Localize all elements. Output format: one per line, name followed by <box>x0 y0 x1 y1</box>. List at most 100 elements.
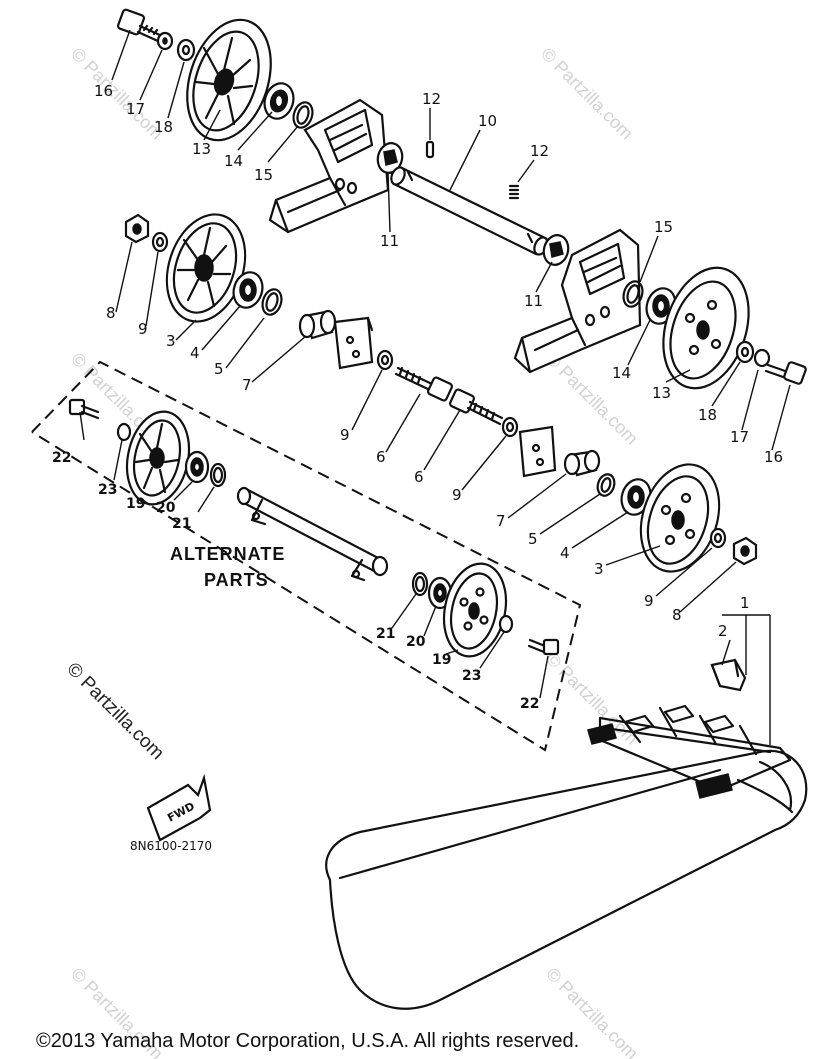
plate-mid <box>518 425 557 478</box>
alternate-parts-label-line2: PARTS <box>204 570 269 590</box>
snap-ring-21-right <box>411 571 429 597</box>
label-18-right: 18 <box>698 406 717 424</box>
label-22-left: 22 <box>52 450 71 466</box>
label-17: 17 <box>126 100 145 118</box>
label-21-left: 21 <box>172 516 191 532</box>
washer-23-left <box>116 422 132 442</box>
label-9-mid: 9 <box>340 426 350 444</box>
bearing-20-left <box>184 450 210 484</box>
label-12-b: 12 <box>530 142 549 160</box>
label-9-right: 9 <box>644 592 654 610</box>
washer-9-top <box>151 231 169 253</box>
alternate-parts-label-line1: ALTERNATE <box>170 544 285 564</box>
wheel-3-top <box>165 213 247 323</box>
label-6-a: 6 <box>376 448 386 466</box>
label-23-left: 23 <box>98 482 117 498</box>
part-labels: 16 17 18 13 14 15 12 10 12 11 11 15 14 1… <box>52 82 783 853</box>
bearing-20-right <box>427 576 453 610</box>
fwd-arrow-icon: FWD <box>146 773 212 842</box>
snap-ring-15-right <box>622 280 644 308</box>
bushing-11-right <box>542 234 570 266</box>
label-5: 5 <box>214 360 224 378</box>
pin-12-a <box>425 140 435 159</box>
bolt-16-right <box>764 361 807 385</box>
snap-ring-21-left <box>209 462 227 488</box>
label-14-right: 14 <box>612 364 631 382</box>
label-10: 10 <box>478 112 497 130</box>
alternate-axle <box>236 486 389 582</box>
snap-ring-5-top <box>261 288 283 316</box>
label-1: 1 <box>740 594 750 612</box>
collar-7-top <box>298 309 337 340</box>
label-13-right: 13 <box>652 384 671 402</box>
washer-23-right <box>498 614 514 634</box>
bolt-16 <box>116 8 164 44</box>
watermark-text: © Partzilla.com <box>537 44 637 144</box>
bolt-6-a <box>394 366 453 402</box>
label-12-a: 12 <box>422 90 441 108</box>
wheel-13-right <box>662 266 750 390</box>
label-5-mid: 5 <box>528 530 538 548</box>
copyright-footer: ©2013 Yamaha Motor Corporation, U.S.A. A… <box>36 1030 579 1052</box>
washer-9-right <box>709 527 727 549</box>
wheel-19-right <box>442 562 508 658</box>
snap-ring-15-top <box>292 101 314 129</box>
washer-18 <box>176 38 196 62</box>
track-belt <box>325 704 808 1010</box>
label-4-mid: 4 <box>560 544 570 562</box>
alternate-parts-boundary <box>31 360 582 752</box>
label-14: 14 <box>224 152 243 170</box>
leader-lines <box>79 29 791 699</box>
label-8: 8 <box>106 304 116 322</box>
label-7: 7 <box>242 376 252 394</box>
bracket-2 <box>710 658 747 692</box>
label-13: 13 <box>192 140 211 158</box>
washer-9-mid <box>376 349 394 371</box>
label-6-b: 6 <box>414 468 424 486</box>
bolt-22-left <box>68 398 100 420</box>
lock-washer-17-right <box>753 348 771 368</box>
label-8-right: 8 <box>672 606 682 624</box>
bearing-14-top <box>263 82 295 120</box>
pin-12-b <box>508 184 520 200</box>
washer-9-b <box>501 416 519 438</box>
label-16: 16 <box>94 82 113 100</box>
diagram-code: 8N6100-2170 <box>130 839 212 853</box>
label-15: 15 <box>254 166 273 184</box>
plate-top <box>333 316 374 370</box>
watermark-dark: © Partzilla.com <box>62 659 167 764</box>
label-19-right: 19 <box>432 652 451 668</box>
watermark-text: © Partzilla.com <box>67 44 167 144</box>
label-22-right: 22 <box>520 696 539 712</box>
label-9-b: 9 <box>452 486 462 504</box>
bracket-top <box>268 98 390 234</box>
label-4: 4 <box>190 344 200 362</box>
label-3: 3 <box>166 332 176 350</box>
bracket-right <box>513 228 642 374</box>
label-18: 18 <box>154 118 173 136</box>
label-23-right: 23 <box>462 668 481 684</box>
label-15-right: 15 <box>654 218 673 236</box>
washer-18-right <box>735 340 755 364</box>
nut-8-right <box>732 536 758 566</box>
bearing-4-top <box>232 271 264 309</box>
label-16-right: 16 <box>764 448 783 466</box>
label-17-right: 17 <box>730 428 749 446</box>
label-11-b: 11 <box>524 292 543 310</box>
bushing-11-top <box>376 142 404 174</box>
label-19-left: 19 <box>126 496 145 512</box>
label-20-left: 20 <box>156 500 176 516</box>
label-11-a: 11 <box>380 232 399 250</box>
nut-8-top <box>124 213 150 244</box>
bolt-22-right <box>527 638 560 656</box>
shaft-10 <box>390 166 549 256</box>
collar-7-mid <box>563 449 601 477</box>
label-7-mid: 7 <box>496 512 506 530</box>
bolt-6-b <box>449 388 504 426</box>
label-9: 9 <box>138 320 148 338</box>
label-2: 2 <box>718 622 728 640</box>
wheel-3-mid <box>639 463 721 573</box>
snap-ring-5-mid <box>596 473 616 497</box>
label-21-right: 21 <box>376 626 395 642</box>
